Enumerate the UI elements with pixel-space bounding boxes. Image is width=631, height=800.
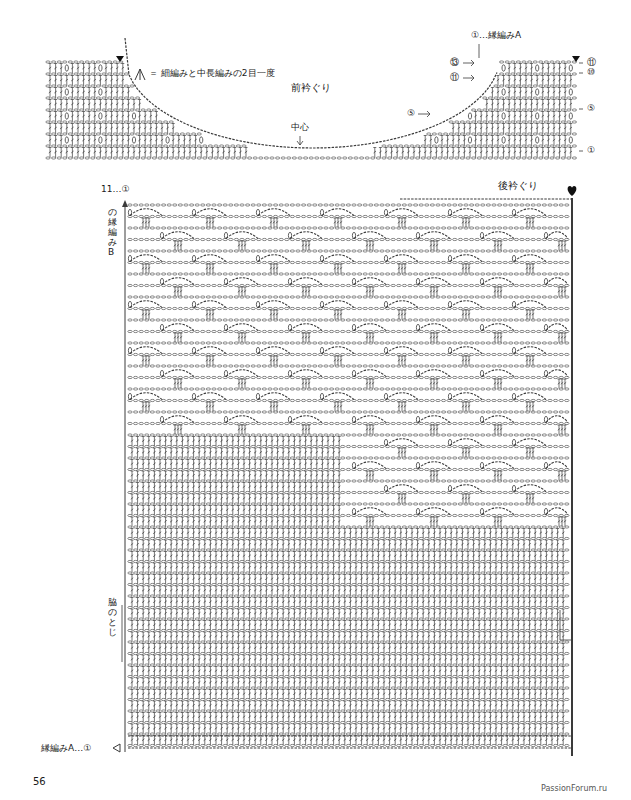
shaping-line — [560, 610, 572, 640]
double-crochet-stitches — [49, 64, 573, 158]
single-crochet-leaf — [65, 65, 572, 143]
page-number: 56 — [32, 776, 47, 788]
legend-text: ＝ 細編みと中長編みの2目一度 — [148, 68, 276, 78]
start-triangle — [116, 56, 580, 62]
leader-line — [479, 44, 480, 58]
heart-mark — [568, 186, 577, 196]
edge-line — [125, 206, 126, 752]
single-crochet-leaf — [128, 209, 547, 514]
chart-label: ① — [586, 145, 596, 155]
chart-label: 中心 — [290, 122, 310, 132]
chain-stitches — [128, 204, 569, 747]
chain-stitches — [46, 61, 577, 159]
chart-label: ⑤ — [406, 108, 416, 118]
start-mark — [113, 744, 120, 752]
border-rows — [128, 736, 572, 748]
chain-arch — [130, 209, 568, 515]
seam-bracket — [122, 605, 123, 662]
chart-label: の縁編みB — [107, 208, 118, 257]
row-arrow — [418, 60, 474, 117]
neckline-edge — [125, 38, 497, 148]
chart-label: ⑪ — [449, 72, 460, 82]
chart-label: 縁編みA…① — [40, 743, 92, 753]
direction-arrow — [122, 200, 128, 207]
chart-label: ⑩ — [586, 67, 596, 77]
chart-label: ①…縁編みA — [470, 30, 522, 40]
chart-label: 前衿ぐり — [290, 82, 332, 94]
chart-label: ⑬ — [449, 57, 460, 67]
row-leader — [579, 63, 583, 151]
double-crochet-stitches — [131, 218, 567, 745]
center-arrow — [297, 136, 303, 145]
neck-edge — [400, 198, 572, 199]
legend-symbol — [135, 69, 145, 80]
center-line — [571, 198, 573, 756]
chart-label: 11…① — [100, 184, 131, 194]
watermark: PassionForum.ru — [540, 784, 608, 793]
chart-label: ⑤ — [586, 103, 596, 113]
chart-label: 後衿ぐり — [497, 180, 539, 192]
chart-label: ⑪ — [586, 57, 597, 67]
chart-label: 脇のとじ — [107, 598, 118, 638]
